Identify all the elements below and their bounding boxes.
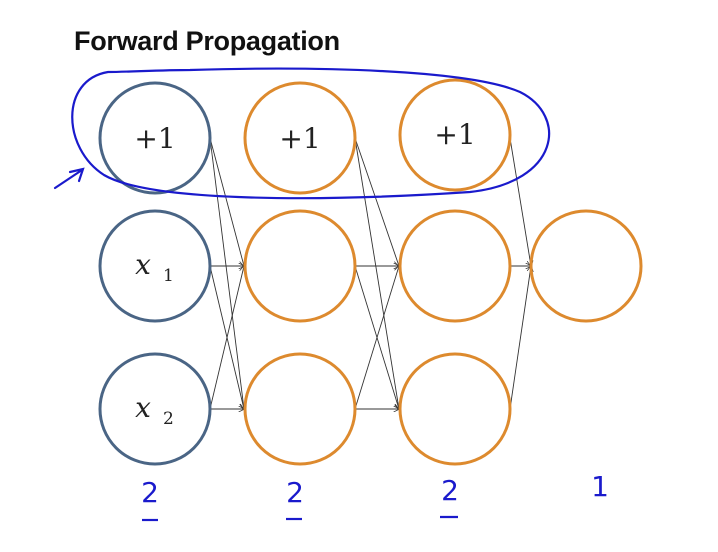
edge	[209, 137, 244, 409]
x2-subscript: 2	[163, 409, 174, 429]
edge	[509, 137, 531, 266]
input-bias-node	[98, 81, 212, 195]
input-layer	[98, 81, 212, 466]
hidden-layer-2	[398, 78, 512, 466]
diagram-title: Forward Propagation	[74, 26, 340, 56]
edges-layer-1	[209, 137, 244, 410]
x2-base: x	[135, 391, 151, 424]
edge	[509, 266, 531, 410]
layer-count-hidden1: 2	[286, 476, 304, 509]
hidden1-bias-node	[243, 81, 357, 195]
pointer-arrow-icon	[53, 167, 85, 190]
hidden-layer-1	[243, 81, 357, 466]
input-bias-label: +1	[134, 122, 175, 155]
edges-layer-3	[509, 137, 531, 410]
input-x2-label: x	[135, 391, 151, 424]
hidden1-bias-label: +1	[279, 122, 320, 155]
edge	[354, 137, 399, 409]
hidden2-bias-label: +1	[434, 118, 475, 151]
hidden1-unit-1-node	[243, 209, 357, 323]
output-node	[529, 209, 643, 323]
hidden2-bias-node	[398, 78, 512, 192]
bias-highlight-ellipse	[71, 67, 551, 200]
edge	[354, 266, 399, 410]
layer-count-input: 2	[141, 476, 159, 509]
x1-base: x	[135, 248, 151, 281]
edge	[354, 137, 399, 266]
edge	[209, 266, 244, 410]
input-x2-node	[98, 352, 212, 466]
edge	[209, 137, 244, 266]
input-x1-node	[98, 209, 212, 323]
hidden1-unit-2-node	[243, 352, 357, 466]
layer-count-output: 1	[591, 470, 609, 503]
input-x1-label: x	[135, 248, 151, 281]
hidden2-unit-2-node	[398, 352, 512, 466]
hidden2-unit-1-node	[398, 209, 512, 323]
edges-layer-2	[354, 137, 399, 410]
layer-count-hidden2: 2	[441, 474, 459, 507]
x1-subscript: 1	[163, 266, 174, 286]
